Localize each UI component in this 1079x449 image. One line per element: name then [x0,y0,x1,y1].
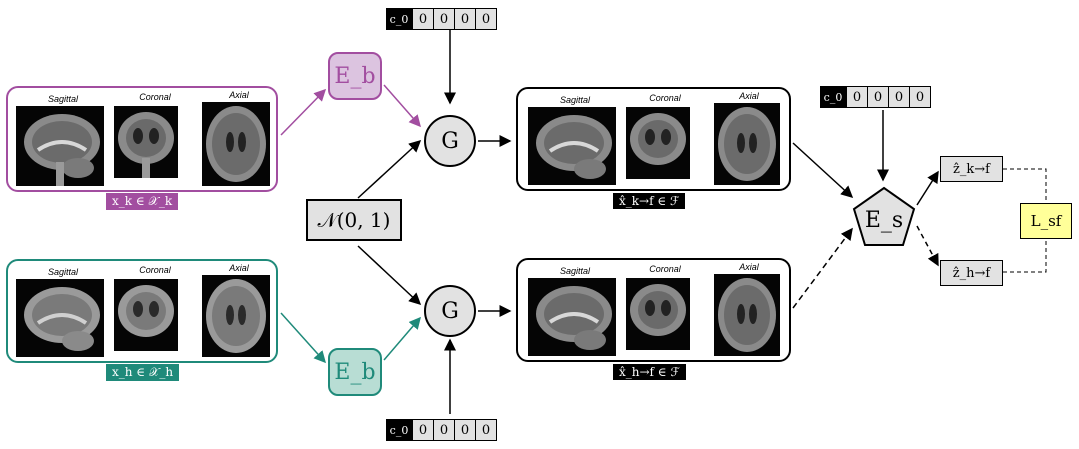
output-k-panel: Sagittal Coronal Axial [516,87,791,191]
condition-cell: 0 [476,419,497,441]
dash-zh-to-loss [1003,238,1047,273]
condition-cell: 0 [434,8,455,30]
arrow-output-h-to-es [792,227,853,309]
condition-vector-right: c_0 0 0 0 0 [820,86,931,108]
input-k-panel: Sagittal Coronal Axial [6,86,278,192]
condition-cell: 0 [846,86,868,108]
input-h-label: x_h ∈ 𝒳_h [106,364,180,381]
z-h-box: ẑ_h→f [940,260,1003,286]
view-label-axial: Axial [739,262,759,272]
view-label-axial: Axial [229,90,249,100]
condition-cell: 0 [455,419,476,441]
generator-top: G [424,115,476,167]
condition-head: c_0 [820,86,846,108]
noise-node: 𝒩(0, 1) [306,199,402,241]
condition-cell: 0 [868,86,889,108]
view-label-axial: Axial [229,263,249,273]
arrow-xh-to-eb [280,312,327,364]
mri-axial-image [714,103,780,185]
view-label-coronal: Coronal [139,92,171,102]
mri-sagittal-image [16,106,104,186]
view-label-coronal: Coronal [139,265,171,275]
arrow-eb-to-g-bottom [383,316,421,361]
condition-cell: 0 [434,419,455,441]
view-label-coronal: Coronal [649,93,681,103]
loss-sf-box: L_sf [1020,203,1072,239]
mri-coronal-image [114,279,178,351]
view-label-sagittal: Sagittal [559,95,591,105]
style-encoder-label: E_s [864,208,904,233]
condition-head: c_0 [386,8,412,30]
mri-axial-image [202,102,270,186]
encoder-eb-top: E_b [328,52,382,100]
condition-cell: 0 [412,8,434,30]
mri-sagittal-image [528,278,616,356]
arrow-noise-to-g-bottom [357,245,422,306]
condition-cell: 0 [889,86,910,108]
output-h-panel: Sagittal Coronal Axial [516,258,791,362]
arrow-es-to-zh [916,225,939,267]
arrow-noise-to-g-top [357,139,422,199]
view-label-sagittal: Sagittal [47,94,79,104]
arrow-output-k-to-es [792,142,854,199]
view-label-axial: Axial [739,91,759,101]
mri-axial-image [202,275,270,357]
condition-vector-bottom: c_0 0 0 0 0 [386,419,497,441]
view-label-coronal: Coronal [649,264,681,274]
output-h-label: x̂_h→f ∈ ℱ [613,364,686,380]
condition-vector-top: c_0 0 0 0 0 [386,8,497,30]
mri-axial-image [714,274,780,356]
mri-coronal-image [114,106,178,178]
arrow-eb-to-g-top [383,84,421,128]
mri-coronal-image [626,278,690,350]
condition-cell: 0 [412,419,434,441]
condition-cell: 0 [455,8,476,30]
view-label-sagittal: Sagittal [559,266,591,276]
style-encoder-shape [852,186,916,246]
mri-sagittal-image [16,279,104,357]
input-k-label: x_k ∈ 𝒳_k [106,193,179,210]
dash-zk-to-loss [1003,168,1047,203]
input-h-panel: Sagittal Coronal Axial [6,259,278,363]
arrow-xk-to-eb [280,88,327,136]
condition-cell: 0 [476,8,497,30]
output-k-label: x̂_k→f ∈ ℱ [613,193,686,209]
mri-sagittal-image [528,107,616,185]
generator-bottom: G [424,285,476,337]
encoder-eb-bottom: E_b [328,348,382,396]
view-label-sagittal: Sagittal [47,267,79,277]
z-k-box: ẑ_k→f [940,156,1003,182]
arrow-es-to-zk [916,170,939,206]
condition-head: c_0 [386,419,412,441]
condition-cell: 0 [910,86,931,108]
mri-coronal-image [626,107,690,179]
